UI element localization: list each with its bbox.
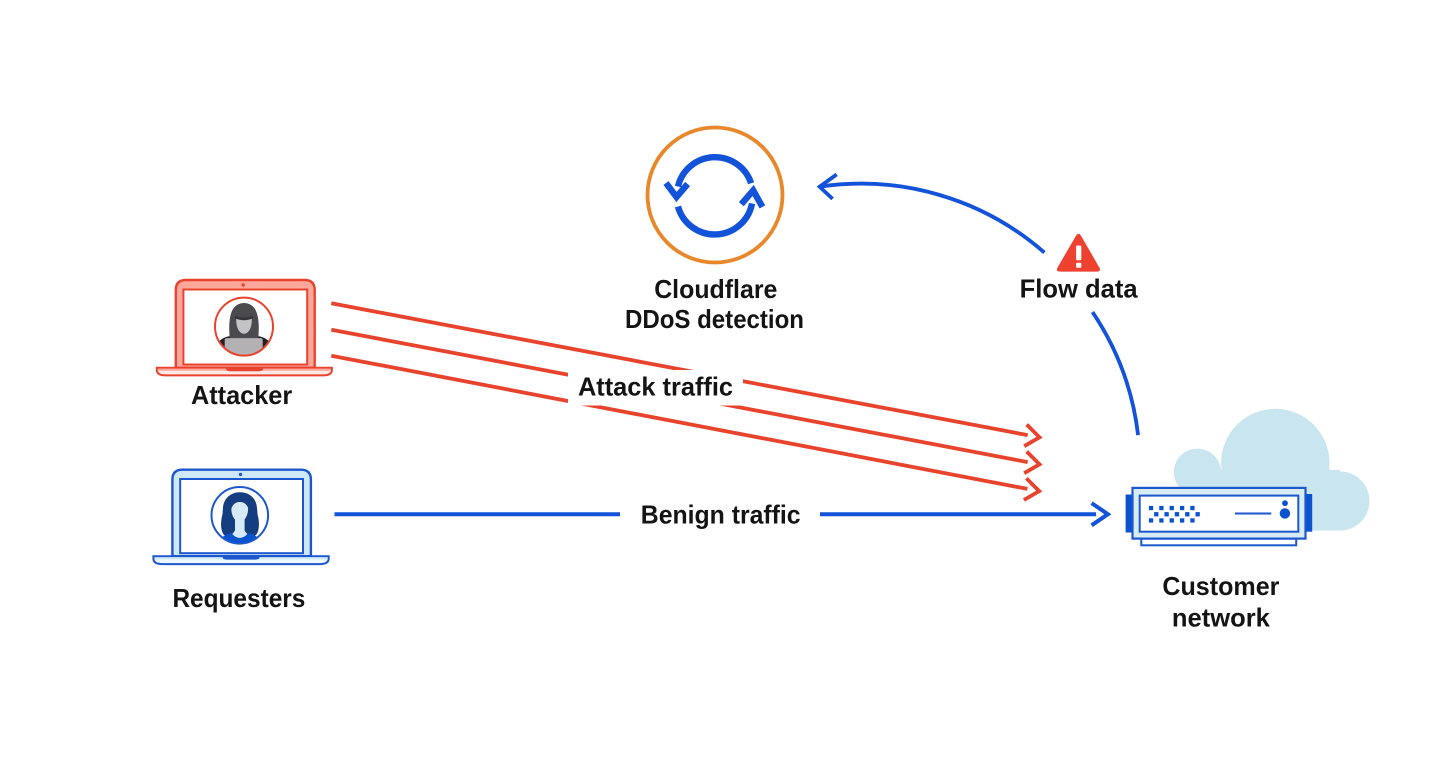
- svg-text:DDoS detection: DDoS detection: [625, 304, 804, 334]
- svg-text:Attack traffic: Attack traffic: [578, 371, 733, 401]
- svg-text:Cloudflare: Cloudflare: [654, 274, 777, 304]
- svg-text:Flow data: Flow data: [1020, 274, 1139, 304]
- svg-text:network: network: [1172, 603, 1271, 633]
- svg-text:Customer: Customer: [1162, 571, 1279, 601]
- svg-text:Requesters: Requesters: [172, 583, 305, 613]
- svg-text:Attacker: Attacker: [191, 380, 292, 410]
- svg-text:Benign traffic: Benign traffic: [641, 500, 801, 530]
